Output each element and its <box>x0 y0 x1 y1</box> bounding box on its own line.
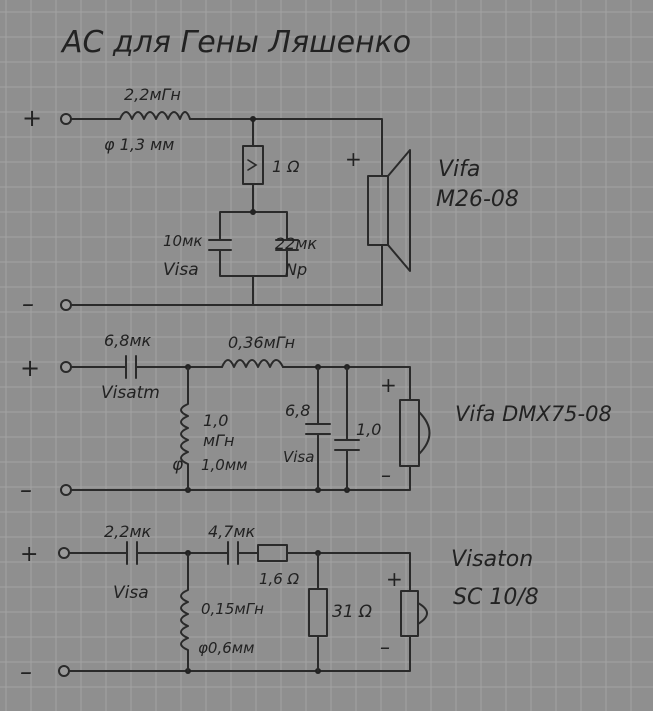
series-capacitor <box>125 355 137 379</box>
shunt-inductor <box>180 366 189 491</box>
speaker-plus-mark: + <box>345 147 362 171</box>
resistor-value: 1 Ω <box>272 157 300 176</box>
shunt-inductor-wire: 1,0мм <box>201 456 248 474</box>
capacitor-2 <box>227 541 239 565</box>
shunt-cap1-value: 6,8 <box>285 401 310 420</box>
shunt-cap2-value: 1,0 <box>356 420 381 439</box>
midrange-crossover: + – 6,8мк Visatm 0,36мГн 1,0 мГн 1,0мм φ… <box>20 331 612 504</box>
series-resistor <box>257 544 288 562</box>
speaker-minus-mark: – <box>381 463 391 487</box>
series-inductor-value: 0,36мГн <box>228 333 295 352</box>
junction-dot <box>250 116 256 122</box>
input-plus-sign: + <box>20 354 40 382</box>
capacitor-1 <box>126 541 138 565</box>
series-cap-brand: Visatm <box>101 383 160 403</box>
shunt-capacitor-2 <box>334 366 360 491</box>
cap1-value: 10мк <box>163 232 202 250</box>
cap1-brand: Visa <box>163 260 199 280</box>
cap1-value: 2,2мк <box>104 522 152 541</box>
input-minus-terminal <box>60 299 72 311</box>
woofer-speaker-icon <box>367 149 411 272</box>
top-wire <box>68 552 411 592</box>
resistor-arrow <box>247 159 258 171</box>
input-plus-terminal <box>58 547 70 559</box>
bottom-wire <box>70 465 411 491</box>
input-minus-terminal <box>60 484 72 496</box>
resistor-body <box>242 145 264 185</box>
top-wire <box>70 366 411 401</box>
tweeter-brand: Visaton <box>451 547 533 572</box>
capacitor-2 <box>275 239 299 251</box>
series-inductor <box>221 359 284 368</box>
cap1-brand: Visa <box>113 583 149 603</box>
shunt-capacitor-1 <box>305 366 331 491</box>
shunt-inductor-wire: φ0,6мм <box>198 639 254 657</box>
bottom-wire <box>68 635 411 672</box>
page-title: АС для Гены Ляшенко <box>60 25 411 60</box>
cap2-brand: Np <box>285 260 307 279</box>
input-minus-terminal <box>58 665 70 677</box>
input-plus-sign: + <box>22 104 42 132</box>
shunt-resistor <box>308 588 328 637</box>
input-minus-sign: – <box>20 476 32 504</box>
speaker-minus-mark: – <box>380 635 390 659</box>
woofer-crossover: + – 2,2мГн φ 1,3 мм 1 Ω 10мк Visa 22мк N… <box>22 85 519 318</box>
cap2-value: 4,7мк <box>208 522 256 541</box>
input-plus-terminal <box>60 361 72 373</box>
junction-dot <box>250 209 256 215</box>
tweeter-crossover: + – 2,2мк Visa 4,7мк 1,6 Ω 0,15мГн φ0,6м… <box>20 522 539 686</box>
input-plus-terminal <box>60 113 72 125</box>
midrange-label: Vifa DMX75-08 <box>455 402 612 426</box>
series-cap-value: 6,8мк <box>104 331 152 350</box>
shunt-inductor-unit: мГн <box>203 431 234 450</box>
midrange-speaker-icon <box>399 399 431 467</box>
speaker-plus-mark: + <box>380 373 397 397</box>
tweeter-model: SC 10/8 <box>453 585 539 610</box>
capacitor-1 <box>208 239 232 251</box>
woofer-model: M26-08 <box>436 187 519 212</box>
woofer-brand: Vifa <box>438 157 480 182</box>
bottom-wire <box>70 244 383 306</box>
input-plus-sign: + <box>20 542 38 567</box>
shunt-inductor-phi: φ <box>172 455 184 475</box>
cap2-value: 22мк <box>275 234 317 253</box>
shunt-inductor <box>180 552 189 672</box>
input-minus-sign: – <box>20 658 32 686</box>
inductor-value: 2,2мГн <box>124 85 181 104</box>
inductor-wire: φ 1,3 мм <box>104 135 174 154</box>
shunt-resistor-value: 31 Ω <box>332 602 372 622</box>
speaker-plus-mark: + <box>386 567 403 591</box>
tweeter-speaker-icon <box>400 590 428 637</box>
shunt-cap1-brand: Visa <box>283 448 314 466</box>
inductor-coil <box>119 111 191 120</box>
input-minus-sign: – <box>22 290 34 318</box>
series-resistor-value: 1,6 Ω <box>259 570 300 588</box>
shunt-inductor-value: 1,0 <box>203 411 228 430</box>
shunt-inductor-value: 0,15мГн <box>201 600 264 618</box>
